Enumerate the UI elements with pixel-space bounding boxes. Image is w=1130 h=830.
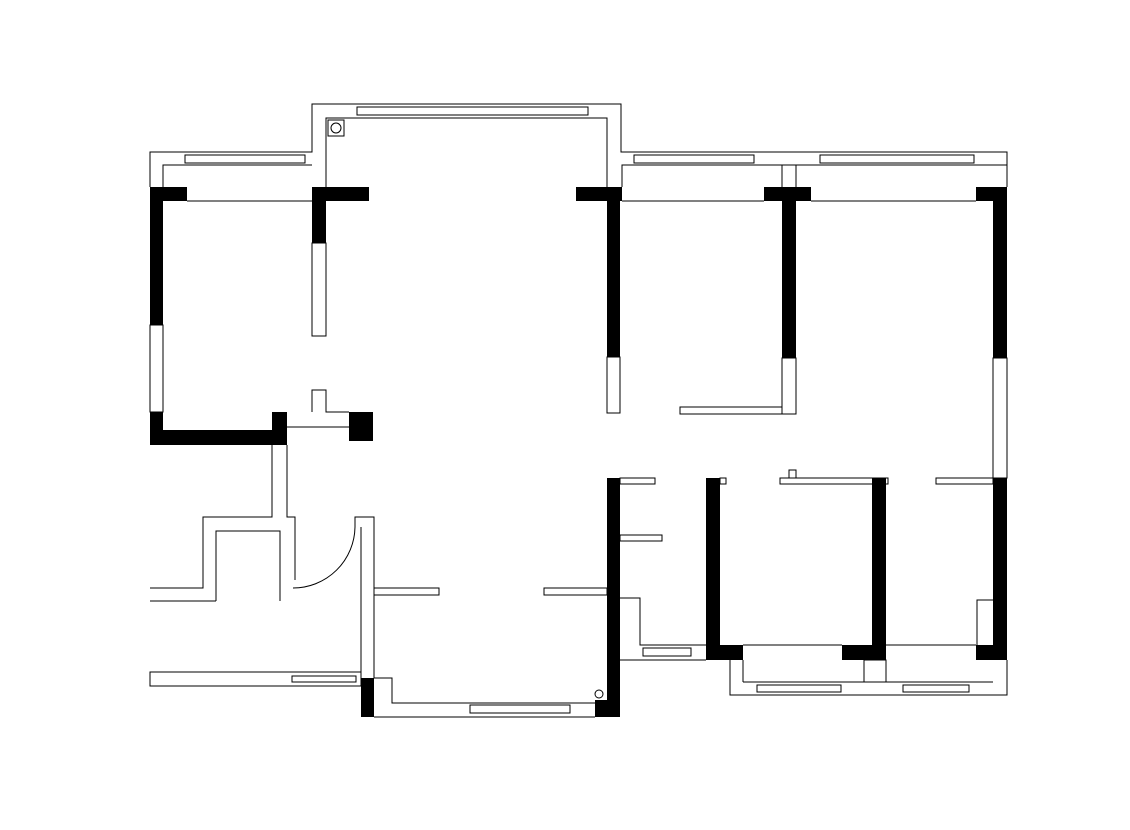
windows bbox=[184, 106, 975, 164]
outline-lines bbox=[149, 103, 1008, 718]
structural-walls bbox=[150, 187, 1007, 717]
